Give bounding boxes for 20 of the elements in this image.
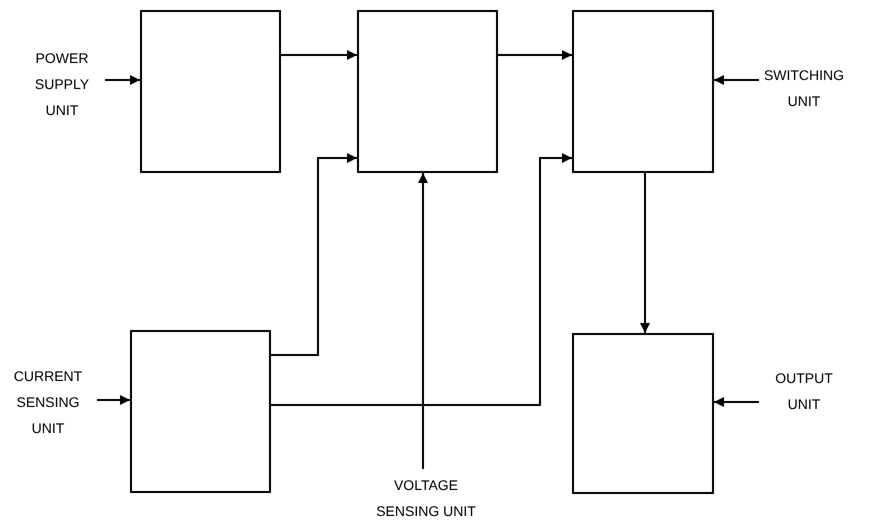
block-box xyxy=(572,10,714,173)
arrow xyxy=(714,397,759,407)
block-box xyxy=(572,333,714,494)
arrow xyxy=(498,50,572,60)
unit-label: POWER SUPPLY UNIT xyxy=(34,49,90,120)
arrow xyxy=(97,395,130,405)
block-box xyxy=(130,330,271,493)
arrow xyxy=(271,153,572,406)
arrow xyxy=(105,75,140,85)
unit-label: CURRENT SENSING UNIT xyxy=(12,367,84,438)
arrow xyxy=(640,173,650,333)
arrow xyxy=(281,50,357,60)
block-box xyxy=(357,10,498,173)
unit-label: OUTPUT UNIT xyxy=(774,369,834,414)
arrow xyxy=(418,173,428,469)
block-box xyxy=(140,10,281,173)
arrow xyxy=(271,153,357,356)
unit-label: SWITCHING UNIT xyxy=(762,66,846,111)
unit-label: VOLTAGE SENSING UNIT xyxy=(375,476,477,521)
arrow xyxy=(714,75,759,85)
